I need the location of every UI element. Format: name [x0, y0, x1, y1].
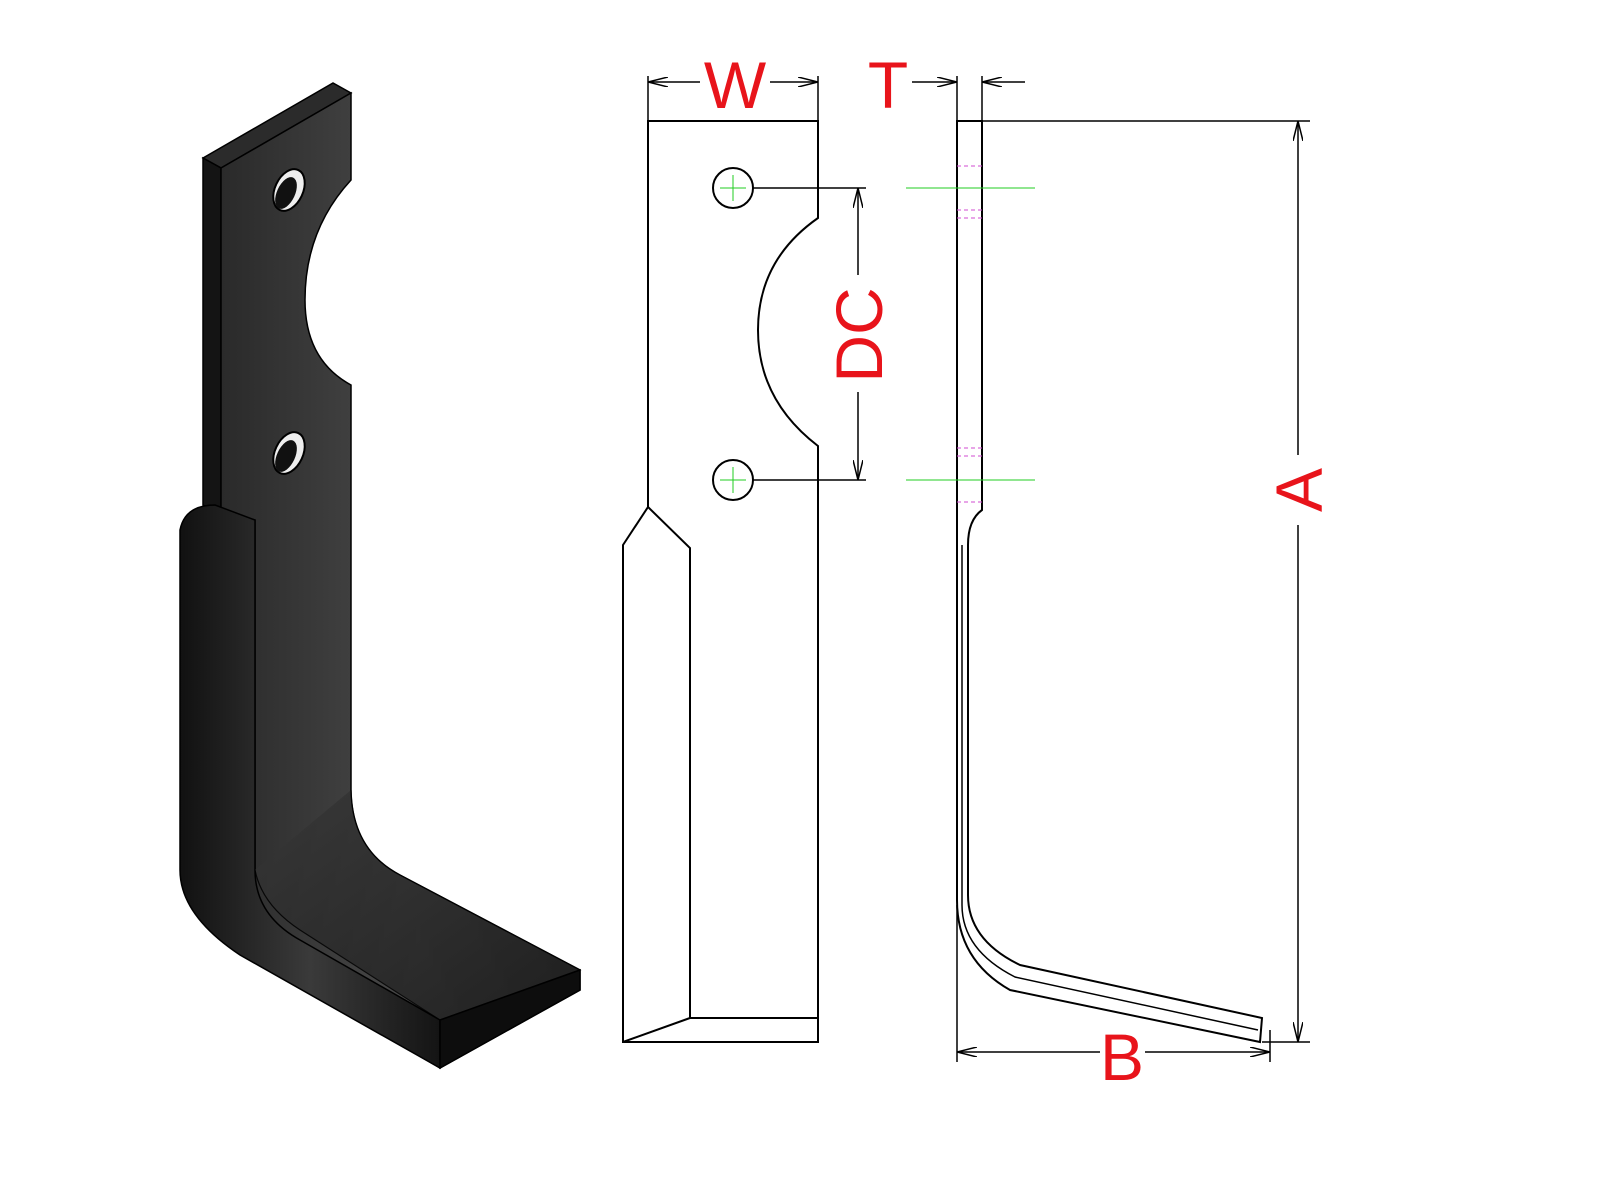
bend-reach-dimension-label: B: [1100, 1020, 1144, 1094]
blade-shank-side: [202, 156, 222, 517]
blade-foot-face: [254, 789, 582, 1021]
side-view-inner-edge: [961, 545, 1259, 1031]
thickness-dimension-label: T: [868, 48, 908, 122]
front-view: [622, 120, 819, 1043]
height-dimension-label: A: [1262, 468, 1336, 512]
width-dimension-label: W: [704, 48, 767, 122]
front-view-outline: [622, 120, 819, 1043]
hidden-hole-lines: [957, 165, 982, 503]
front-view-bevel-line: [622, 506, 818, 1043]
dimension-w: W: [647, 48, 819, 122]
dimension-a: A: [982, 120, 1336, 1043]
blade-foot-bevel: [439, 968, 581, 1070]
side-view-outline: [956, 120, 1264, 1044]
blade-curved-side: [179, 504, 441, 1070]
dimension-dc: DC: [752, 187, 896, 481]
hole-spacing-dimension-label: DC: [822, 287, 896, 382]
side-view: [906, 120, 1264, 1044]
isometric-blade-view: [179, 82, 582, 1070]
dimension-t: T: [868, 48, 1025, 122]
dimension-b: B: [956, 905, 1271, 1094]
